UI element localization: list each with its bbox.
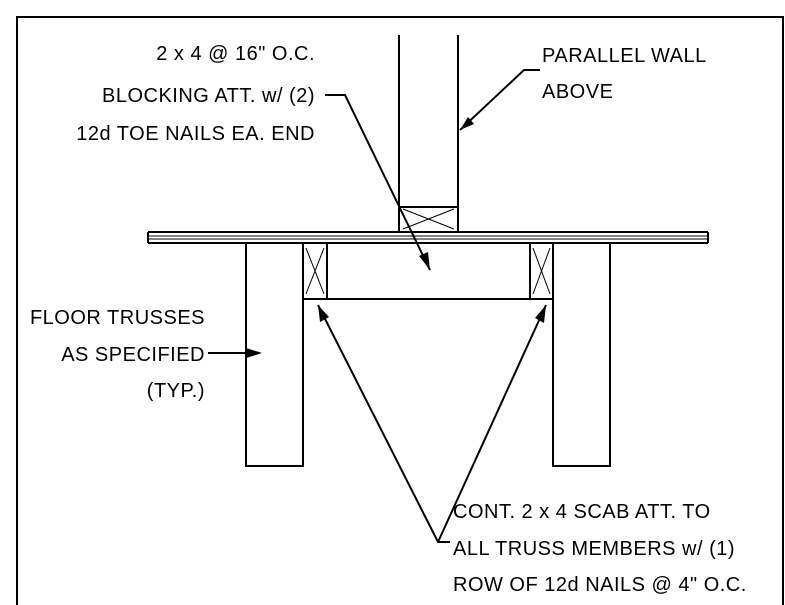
leader-blocking [325, 94, 431, 271]
label-scab-line1: CONT. 2 x 4 SCAB ATT. TO [453, 501, 711, 523]
label-floor-trusses-line1: FLOOR TRUSSES [30, 307, 205, 329]
wall-blocking-cross [399, 206, 458, 230]
label-floor-trusses: FLOOR TRUSSES AS SPECIFIED (TYP.) [30, 307, 205, 402]
label-floor-trusses-line3: (TYP.) [147, 380, 205, 402]
drawing-border [16, 16, 784, 605]
floor-truss-right [552, 242, 611, 467]
leader-scab [317, 304, 547, 543]
label-parallel-wall-line1: PARALLEL WALL [542, 45, 707, 67]
label-scab-line3: ROW OF 12d NAILS @ 4" O.C. [453, 574, 747, 596]
leader-parallel-wall [459, 69, 540, 131]
label-blocking-line3: 12d TOE NAILS EA. END [76, 123, 315, 145]
label-floor-trusses-line2: AS SPECIFIED [61, 344, 205, 366]
label-blocking-line1: 2 x 4 @ 16" O.C. [156, 43, 315, 65]
floor-sheathing [147, 231, 709, 244]
label-scab: CONT. 2 x 4 SCAB ATT. TO ALL TRUSS MEMBE… [453, 501, 747, 596]
parallel-wall [398, 35, 459, 232]
scab-left [302, 242, 328, 300]
label-blocking-line2: BLOCKING ATT. w/ (2) [102, 85, 315, 107]
label-parallel-wall-line2: ABOVE [542, 81, 613, 103]
label-blocking: 2 x 4 @ 16" O.C. BLOCKING ATT. w/ (2) 12… [76, 43, 315, 145]
leader-floor-trusses [208, 348, 262, 358]
label-scab-line2: ALL TRUSS MEMBERS w/ (1) [453, 538, 735, 560]
label-parallel-wall: PARALLEL WALL ABOVE [542, 45, 707, 103]
scab-right [529, 242, 554, 300]
